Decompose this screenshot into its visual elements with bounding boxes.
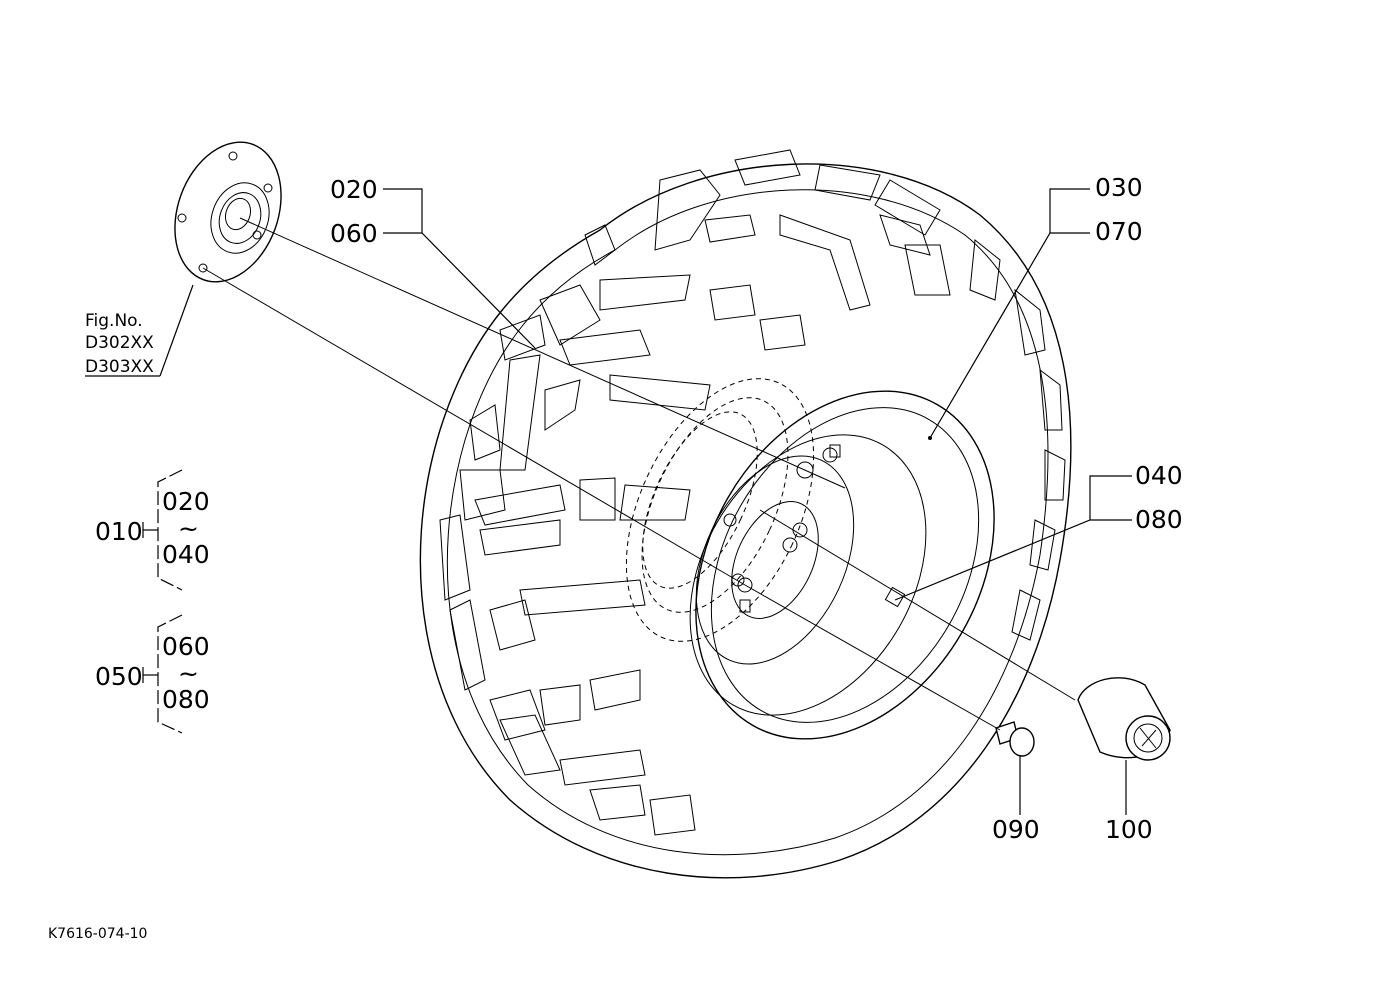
assembly-lines [202, 217, 1076, 731]
leader-lines [85, 188, 1132, 815]
callout-070: 070 [1095, 217, 1143, 246]
fig-ref-line1: Fig.No. [85, 311, 143, 331]
rim-drawing [689, 390, 995, 740]
group-050: 050 060 ~ 080 [95, 614, 210, 734]
group-010-tilde: ~ [178, 514, 199, 543]
group-050-tilde: ~ [178, 659, 199, 688]
hub-hidden-lines [625, 378, 815, 642]
group-010-to: 040 [162, 540, 210, 569]
axle-flange-drawing [174, 141, 282, 283]
callout-020: 020 [330, 175, 378, 204]
callout-060: 060 [330, 219, 378, 248]
callout-030: 030 [1095, 173, 1143, 202]
drawing-code: K7616-074-10 [48, 926, 147, 942]
callout-090: 090 [992, 815, 1040, 844]
callout-080: 080 [1135, 505, 1183, 534]
group-010-id: 010 [95, 517, 143, 546]
bolt-drawing [995, 721, 1035, 757]
group-050-to: 080 [162, 685, 210, 714]
fig-ref-line2: D302XX [85, 333, 154, 353]
callout-100: 100 [1105, 815, 1153, 844]
center-cap-drawing [1077, 677, 1171, 761]
fig-ref-line3: D303XX [85, 357, 154, 377]
group-050-id: 050 [95, 662, 143, 691]
group-010: 010 020 ~ 040 [95, 469, 210, 591]
group-050-from: 060 [162, 632, 210, 661]
group-010-from: 020 [162, 487, 210, 516]
callout-040: 040 [1135, 461, 1183, 490]
